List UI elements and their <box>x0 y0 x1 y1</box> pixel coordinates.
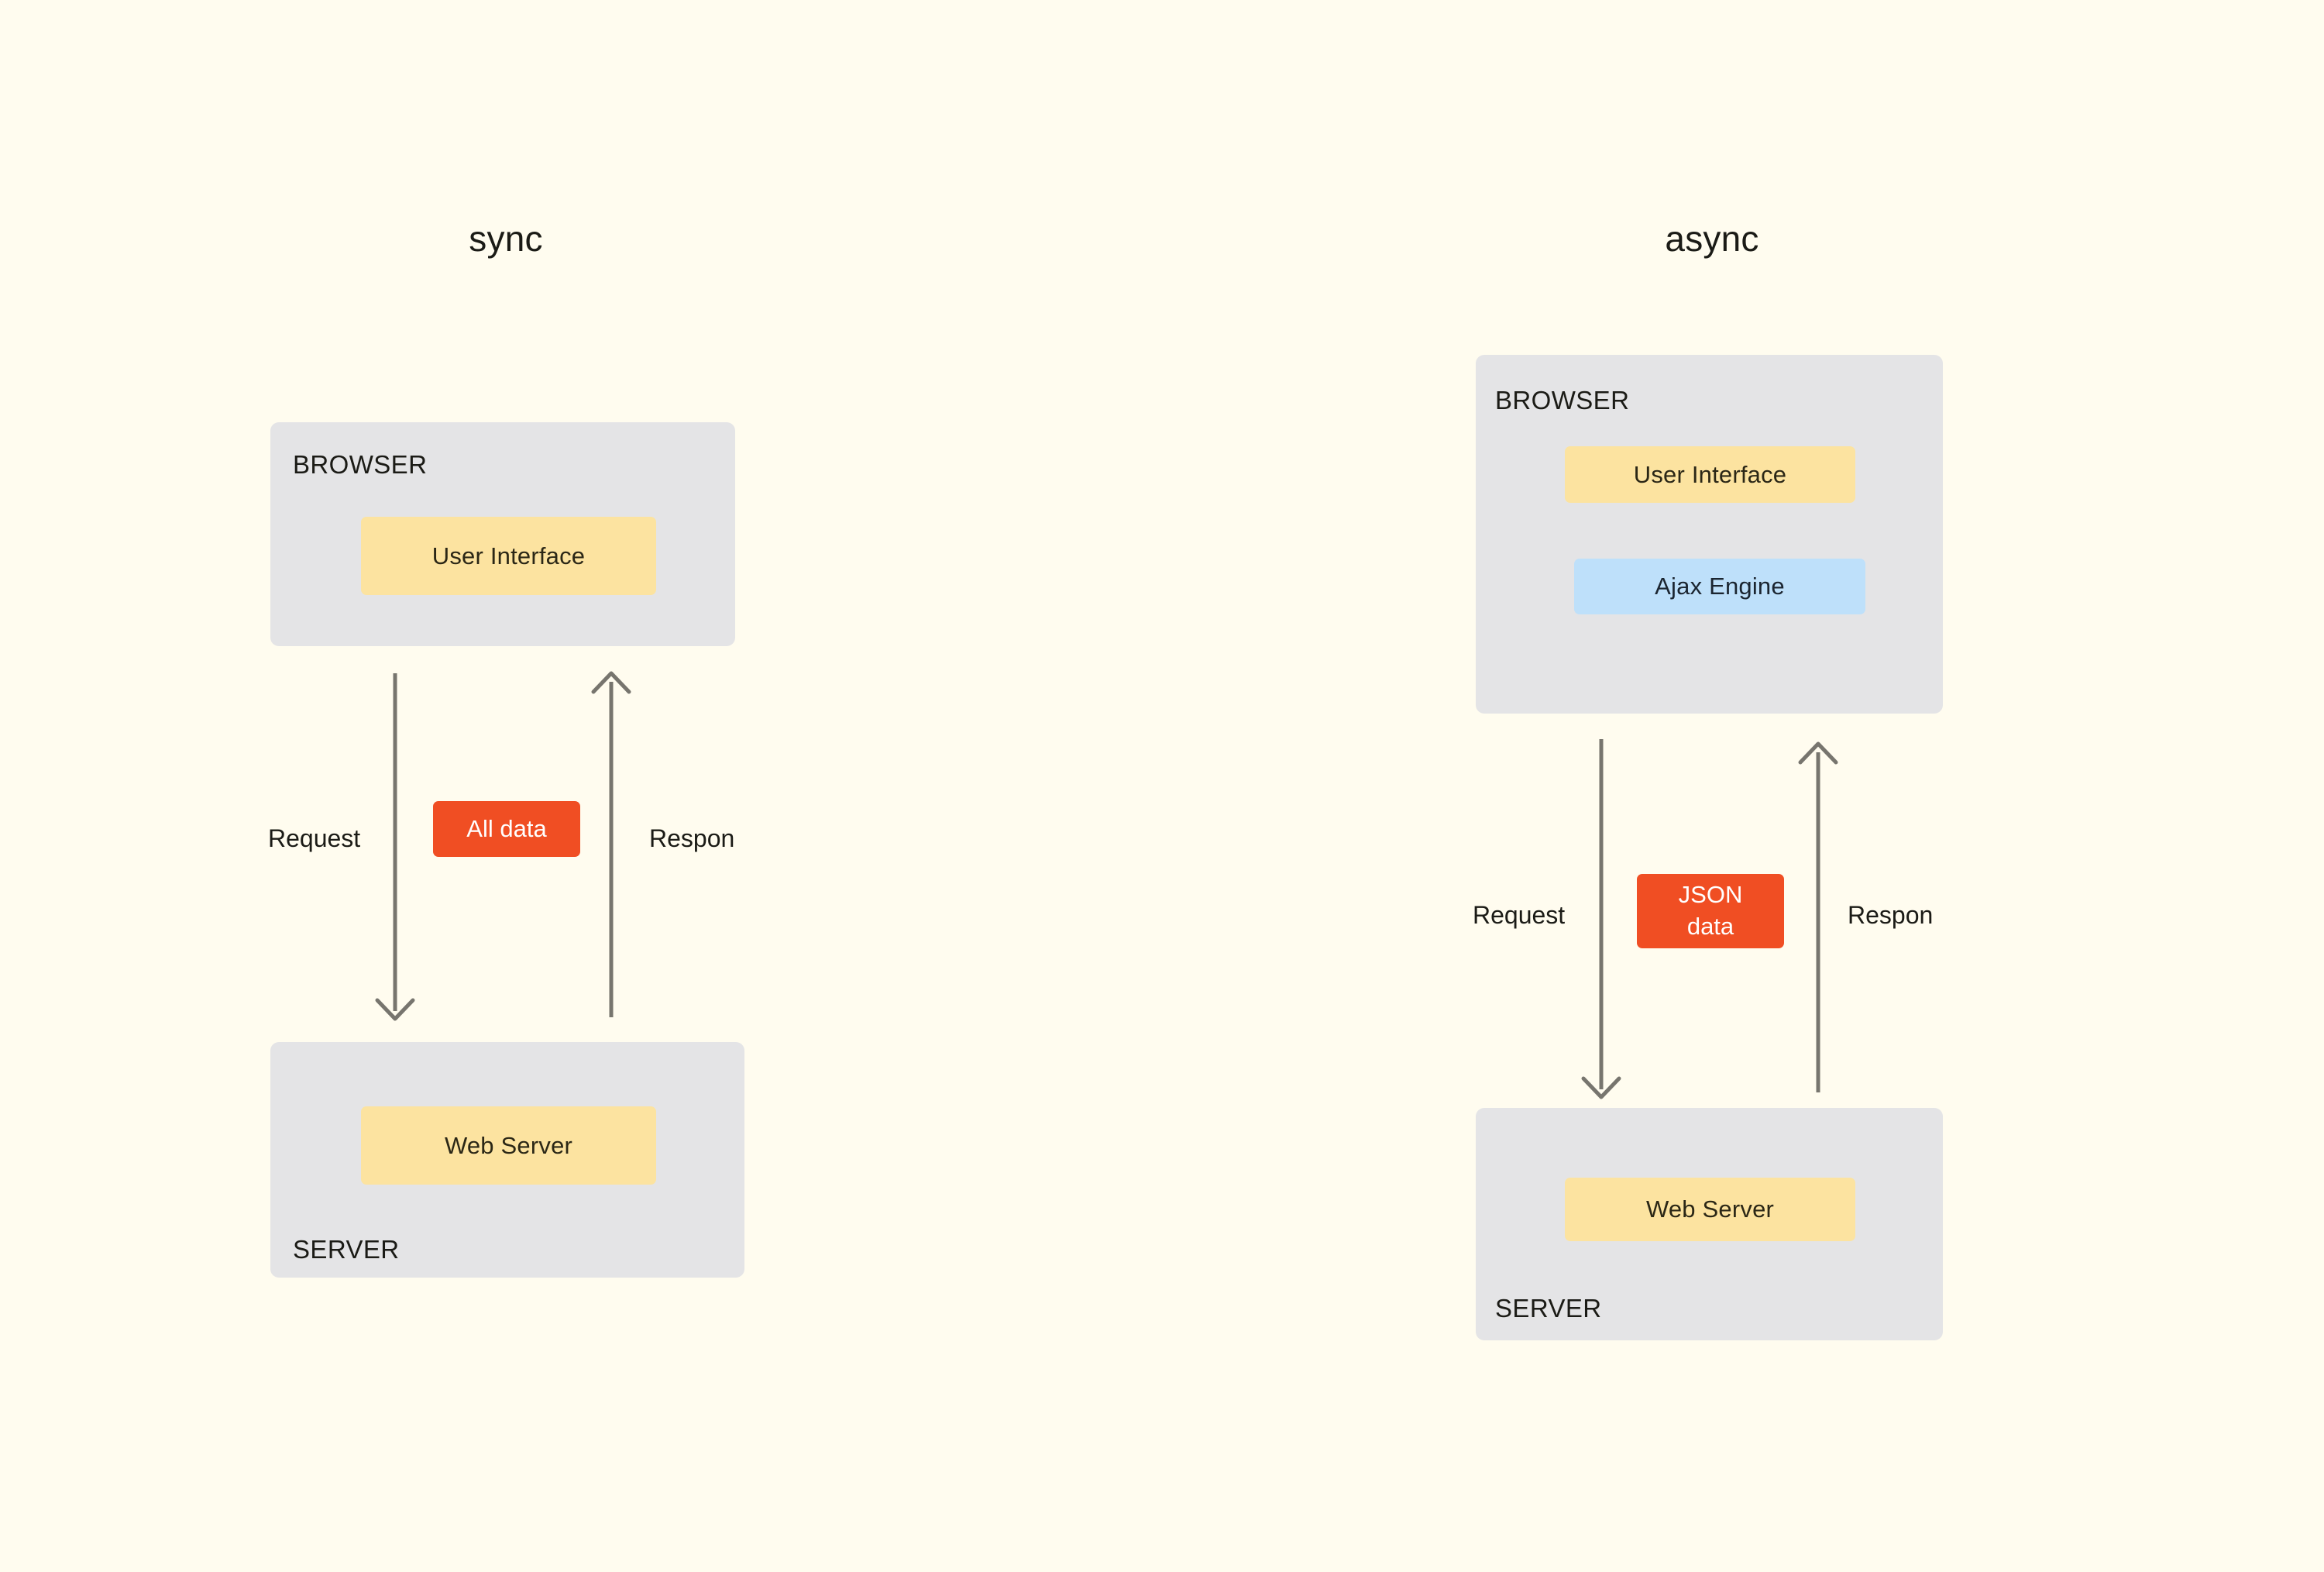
sync-diagram-title: sync <box>469 218 543 259</box>
async-web-server-component[interactable]: Web Server <box>1565 1178 1855 1241</box>
sync-web-server-component[interactable]: Web Server <box>361 1106 656 1185</box>
async-request-label: Request <box>1473 901 1566 929</box>
sync-response-label: Respon <box>649 824 735 852</box>
async-response-label: Respon <box>1848 901 1934 929</box>
async-browser-zone-label: BROWSER <box>1495 386 1630 414</box>
sync-server-zone-label: SERVER <box>293 1235 400 1264</box>
async-user-interface-component[interactable]: User Interface <box>1565 446 1855 503</box>
async-ajax-engine-component[interactable]: Ajax Engine <box>1574 559 1865 614</box>
async-server-zone-label: SERVER <box>1495 1294 1602 1323</box>
sync-payload-badge[interactable]: All data <box>433 801 580 857</box>
sync-user-interface-component[interactable]: User Interface <box>361 517 656 595</box>
async-diagram-title: async <box>1665 218 1759 259</box>
async-payload-badge[interactable]: JSON data <box>1637 874 1784 948</box>
async-browser-zone <box>1476 355 1943 714</box>
sync-browser-zone-label: BROWSER <box>293 450 428 479</box>
sync-request-label: Request <box>268 824 361 852</box>
